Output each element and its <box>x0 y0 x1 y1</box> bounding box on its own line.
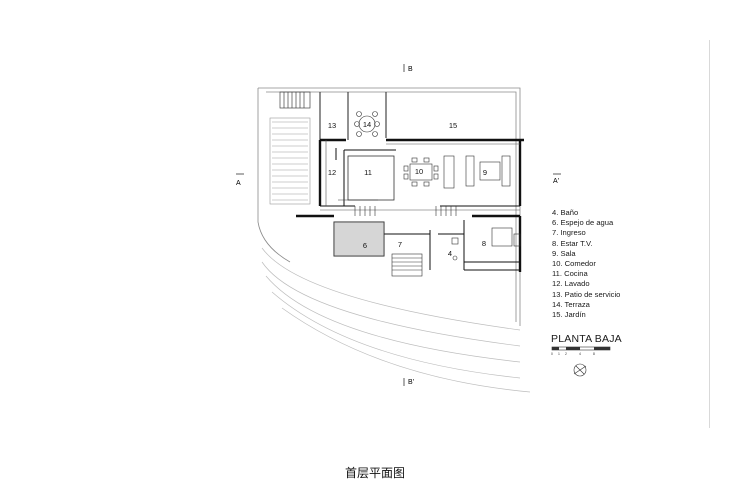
legend-item: 10. Comedor <box>552 259 596 269</box>
room-label-6: 6 <box>363 241 367 250</box>
legend-item: 9. Sala <box>552 248 576 258</box>
section-a-right: A' <box>553 178 559 185</box>
room-label-4: 4 <box>448 249 452 258</box>
legend-item: 14. Terraza <box>552 299 590 309</box>
room-label-9: 9 <box>483 168 487 177</box>
water-mirror-fill <box>333 221 385 257</box>
room-labels: 4 6 7 8 9 10 11 12 13 14 15 <box>328 120 487 258</box>
section-b-bottom: B' <box>408 379 414 386</box>
room-label-11: 11 <box>364 168 372 177</box>
inner-steps <box>338 199 457 216</box>
svg-text:4: 4 <box>579 352 581 356</box>
kitchen-counter <box>347 155 395 201</box>
entry-stairs <box>391 253 423 277</box>
room-label-15: 15 <box>449 121 457 130</box>
section-a-left: A <box>236 180 241 187</box>
north-arrow-icon <box>573 363 587 377</box>
left-ramp <box>269 117 311 205</box>
living-furniture <box>443 155 511 189</box>
section-markers <box>236 64 561 386</box>
room-label-7: 7 <box>398 240 402 249</box>
room-label-10: 10 <box>415 167 423 176</box>
legend-item: 13. Patio de servicio <box>552 289 621 299</box>
svg-text:1: 1 <box>558 352 560 356</box>
room-label-14: 14 <box>363 120 371 129</box>
site-boundary <box>257 87 521 326</box>
room-label-12: 12 <box>328 168 336 177</box>
scale-labels: 0 1 2 4 8 <box>551 352 595 356</box>
bath-fixtures <box>451 237 459 261</box>
legend-item: 8. Estar T.V. <box>552 238 593 248</box>
top-stairs <box>279 91 311 109</box>
room-label-8: 8 <box>482 239 486 248</box>
street-curves <box>261 247 531 393</box>
legend-item: 4. Baño <box>552 208 579 217</box>
section-b-top: B <box>408 66 413 73</box>
window-lines <box>320 140 520 211</box>
plan-title: PLANTA BAJA <box>551 333 622 345</box>
svg-text:2: 2 <box>565 352 567 356</box>
upper-walls <box>319 92 387 140</box>
scale-bar <box>551 346 611 351</box>
terrace-table <box>354 111 380 137</box>
room-legend: 4. Baño 6. Espejo de agua 7. Ingreso 8. … <box>552 208 620 320</box>
legend-item: 15. Jardín <box>552 310 586 320</box>
legend-item: 6. Espejo de agua <box>552 218 614 228</box>
svg-text:8: 8 <box>593 352 595 356</box>
legend-item: 7. Ingreso <box>552 228 586 238</box>
legend-item: 12. Lavado <box>552 279 590 289</box>
svg-text:0: 0 <box>551 352 553 356</box>
dining-table <box>403 157 439 187</box>
tv-furniture <box>491 227 521 247</box>
page-edge-rule <box>709 40 710 428</box>
figure-caption: 首层平面图 <box>344 466 405 480</box>
legend-item: 11. Cocina <box>552 269 588 279</box>
room-label-13: 13 <box>328 121 336 130</box>
